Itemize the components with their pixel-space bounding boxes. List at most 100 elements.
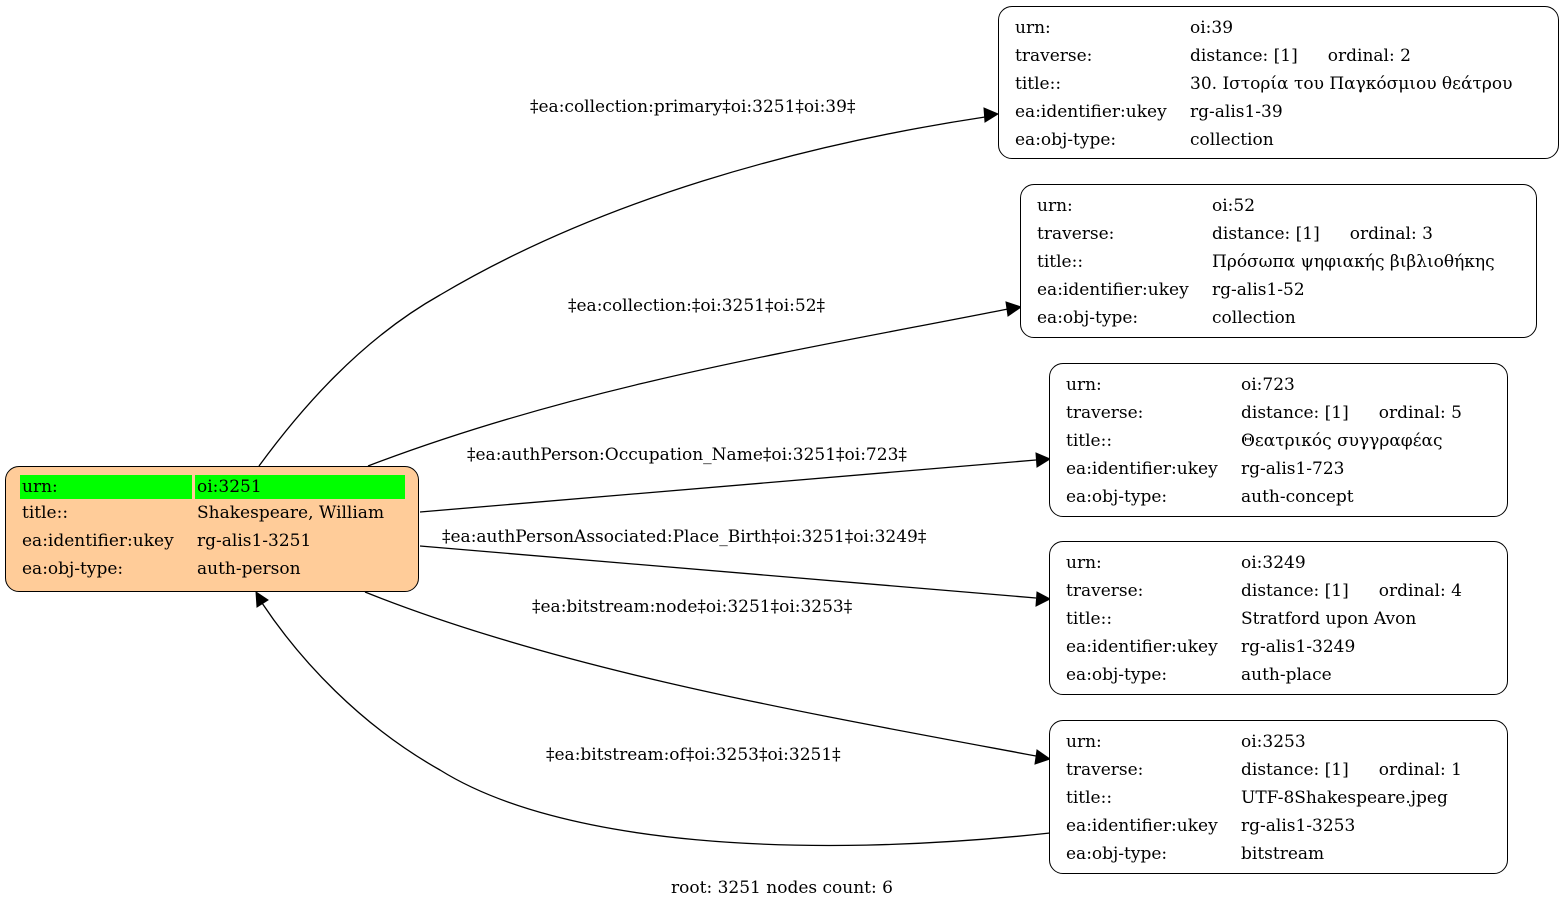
distance-value: distance: [1] [1241, 581, 1349, 601]
ukey-value: rg-alis1-3249 [1241, 637, 1356, 657]
root-ukey-key: ea:identifier:ukey [22, 531, 174, 551]
traverse-value: distance: [1] ordinal: 1 [1239, 756, 1464, 784]
edge-collection-primary [258, 107, 1000, 467]
distance-value: distance: [1] [1241, 760, 1349, 780]
node-table: urn: oi:3253 traverse: distance: [1] ordi… [1061, 728, 1467, 868]
traverse-key: traverse: [1066, 760, 1144, 780]
node-row-title: title:: 30. Ιστορία του Παγκόσμιου θεάτρ… [1013, 70, 1514, 98]
urn-value: oi:3253 [1241, 732, 1306, 752]
ordinal-value: ordinal: 4 [1378, 581, 1462, 601]
edge-bitstream-node [364, 591, 1052, 765]
obj-type-value: auth-concept [1241, 487, 1354, 507]
urn-key: urn: [1015, 18, 1051, 38]
node-row-urn: urn: oi:3253 [1064, 728, 1464, 756]
obj-type-value: auth-place [1241, 665, 1332, 685]
node-row-obj-type: ea:obj-type: auth-concept [1064, 483, 1464, 511]
ukey-key: ea:identifier:ukey [1066, 816, 1218, 836]
ukey-value: rg-alis1-3253 [1241, 816, 1356, 836]
obj-type-key: ea:obj-type: [1037, 308, 1139, 328]
edge-occupation [419, 452, 1052, 513]
edge-place-birth [419, 545, 1052, 607]
root-row-obj-type: ea:obj-type: auth-person [20, 555, 405, 583]
edge-label-collection-primary: ‡ea:collection:primary‡oi:3251‡oi:39‡ [530, 97, 856, 117]
node-row-ukey: ea:identifier:ukey rg-alis1-723 [1064, 455, 1464, 483]
node-row-urn: urn: oi:723 [1064, 371, 1464, 399]
node-row-traverse: traverse: distance: [1] ordinal: 2 [1013, 42, 1514, 70]
graph-footer: root: 3251 nodes count: 6 [671, 878, 893, 898]
urn-key: urn: [1066, 553, 1102, 573]
node-row-ukey: ea:identifier:ukey rg-alis1-39 [1013, 98, 1514, 126]
edge-bitstream-of [255, 591, 1051, 847]
urn-key: urn: [1066, 375, 1102, 395]
node-oi-3253[interactable]: urn: oi:3253 traverse: distance: [1] ordi… [1049, 720, 1508, 874]
traverse-key: traverse: [1066, 403, 1144, 423]
node-row-urn: urn: oi:39 [1013, 14, 1514, 42]
obj-type-key: ea:obj-type: [1066, 665, 1168, 685]
node-row-title: title:: Πρόσωπα ψηφιακής βιβλιοθήκης [1035, 248, 1497, 276]
ordinal-value: ordinal: 3 [1349, 224, 1433, 244]
title-value: Πρόσωπα ψηφιακής βιβλιοθήκης [1212, 252, 1495, 272]
ukey-value: rg-alis1-52 [1212, 280, 1305, 300]
node-oi-723[interactable]: urn: oi:723 traverse: distance: [1] ordin… [1049, 363, 1508, 517]
urn-value: oi:39 [1190, 18, 1234, 38]
node-oi-39[interactable]: urn: oi:39 traverse: distance: [1] ordina… [998, 6, 1559, 159]
urn-value: oi:52 [1212, 196, 1256, 216]
node-row-urn: urn: oi:52 [1035, 192, 1497, 220]
node-row-title: title:: UTF-8Shakespeare.jpeg [1064, 784, 1464, 812]
title-value: Stratford upon Avon [1241, 609, 1417, 629]
node-row-obj-type: ea:obj-type: collection [1013, 126, 1514, 154]
root-row-title: title:: Shakespeare, William [20, 499, 405, 527]
edge-label-place-birth: ‡ea:authPersonAssociated:Place_Birth‡oi:… [442, 527, 927, 547]
traverse-value: distance: [1] ordinal: 3 [1210, 220, 1497, 248]
node-row-urn: urn: oi:3249 [1064, 549, 1464, 577]
ordinal-value: ordinal: 2 [1327, 46, 1411, 66]
urn-value: oi:723 [1241, 375, 1295, 395]
ukey-value: rg-alis1-723 [1241, 459, 1345, 479]
ordinal-value: ordinal: 1 [1378, 760, 1462, 780]
title-value: Θεατρικός συγγραφέας [1241, 431, 1443, 451]
node-table: urn: oi:723 traverse: distance: [1] ordin… [1061, 371, 1467, 511]
node-table: urn: oi:52 traverse: distance: [1] ordina… [1032, 192, 1500, 332]
node-oi-3249[interactable]: urn: oi:3249 traverse: distance: [1]ordi… [1049, 541, 1508, 695]
title-key: title:: [1066, 788, 1113, 808]
title-value: 30. Ιστορία του Παγκόσμιου θεάτρου [1190, 74, 1513, 94]
traverse-key: traverse: [1015, 46, 1093, 66]
title-key: title:: [1015, 74, 1062, 94]
node-row-title: title:: Stratford upon Avon [1064, 605, 1464, 633]
root-node[interactable]: urn: oi:3251 title:: Shakespeare, Willia… [5, 466, 419, 592]
distance-value: distance: [1] [1190, 46, 1298, 66]
traverse-key: traverse: [1037, 224, 1115, 244]
traverse-value: distance: [1] ordinal: 4 [1239, 577, 1464, 605]
urn-key: urn: [1066, 732, 1102, 752]
distance-value: distance: [1] [1212, 224, 1320, 244]
node-table: urn: oi:3249 traverse: distance: [1]ordi… [1061, 549, 1467, 689]
root-obj-type-key: ea:obj-type: [22, 559, 124, 579]
node-oi-52[interactable]: urn: oi:52 traverse: distance: [1] ordina… [1020, 184, 1537, 338]
root-row-urn: urn: oi:3251 [20, 475, 405, 499]
edge-label-occupation: ‡ea:authPerson:Occupation_Name‡oi:3251‡o… [467, 445, 907, 465]
title-key: title:: [1037, 252, 1084, 272]
title-key: title:: [1066, 609, 1113, 629]
obj-type-key: ea:obj-type: [1015, 130, 1117, 150]
obj-type-value: bitstream [1241, 844, 1325, 864]
distance-value: distance: [1] [1241, 403, 1349, 423]
edge-label-collection: ‡ea:collection:‡oi:3251‡oi:52‡ [568, 296, 826, 316]
node-row-traverse: traverse: distance: [1]ordinal: 4 [1064, 577, 1464, 605]
obj-type-key: ea:obj-type: [1066, 844, 1168, 864]
root-title-value: Shakespeare, William [197, 503, 385, 523]
node-row-ukey: ea:identifier:ukey rg-alis1-3253 [1064, 812, 1464, 840]
ordinal-value: ordinal: 5 [1378, 403, 1462, 423]
urn-value: oi:3249 [1241, 553, 1306, 573]
edge-label-bitstream-of: ‡ea:bitstream:of‡oi:3253‡oi:3251‡ [546, 745, 841, 765]
edge-collection [367, 301, 1023, 467]
obj-type-value: collection [1212, 308, 1296, 328]
root-title-key: title:: [22, 503, 69, 523]
root-row-ukey: ea:identifier:ukey rg-alis1-3251 [20, 527, 405, 555]
node-row-obj-type: ea:obj-type: auth-place [1064, 661, 1464, 689]
node-row-traverse: traverse: distance: [1] ordinal: 5 [1064, 399, 1464, 427]
traverse-value: distance: [1] ordinal: 5 [1239, 399, 1464, 427]
root-urn-value: oi:3251 [195, 475, 405, 499]
title-key: title:: [1066, 431, 1113, 451]
node-row-title: title:: Θεατρικός συγγραφέας [1064, 427, 1464, 455]
